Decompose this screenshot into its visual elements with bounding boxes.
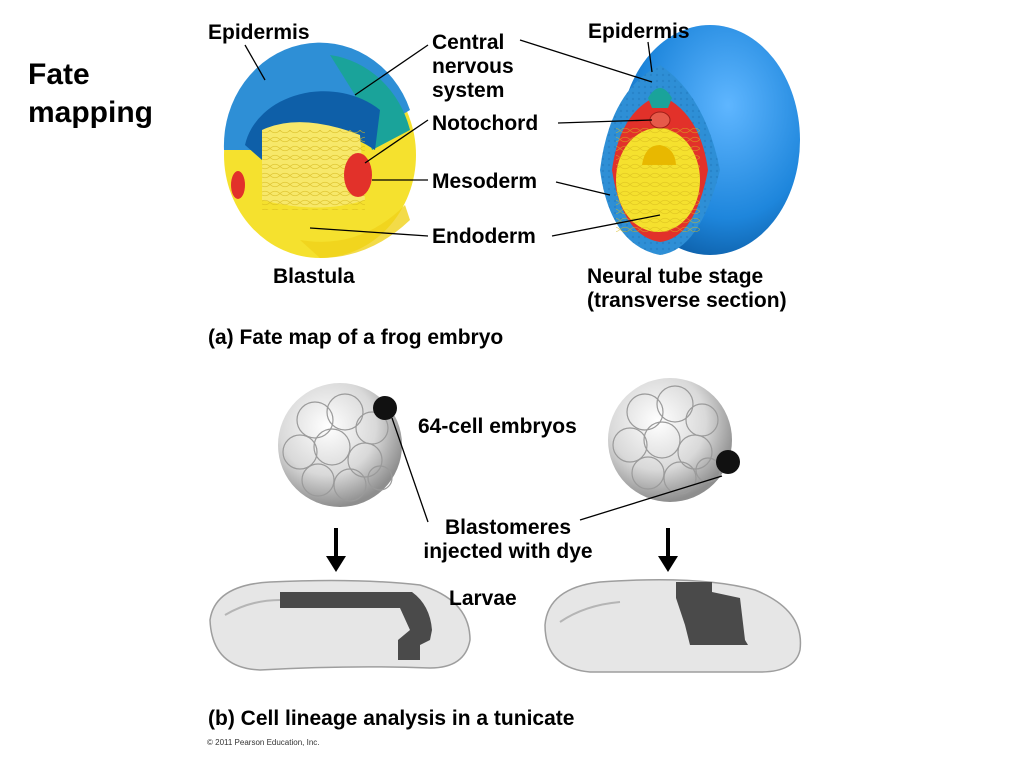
label-larvae: Larvae [449, 587, 517, 610]
blastula-mesoderm-right [344, 153, 372, 197]
caption-panel-b: (b) Cell lineage analysis in a tunicate [208, 707, 575, 730]
dye-labeled-tissue-left [280, 592, 432, 660]
arrow-left [326, 528, 346, 572]
dye-labeled-tissue-right [676, 582, 748, 645]
label-central-nervous-system: Central nervous system [432, 31, 514, 103]
gut-cavity [642, 145, 676, 165]
blastula-mesoderm-left [231, 171, 245, 199]
section-notochord [649, 111, 671, 129]
embryo-right [608, 378, 740, 502]
neural-tube-line-1: Neural tube stage [587, 265, 764, 288]
title-line-2: mapping [28, 96, 153, 129]
label-notochord: Notochord [432, 112, 539, 135]
blastomeres-line-1: Blastomeres [444, 516, 572, 539]
cns-line-2: nervous [432, 55, 514, 78]
larva-left [209, 579, 471, 671]
embryo-left [278, 383, 402, 507]
label-endoderm: Endoderm [432, 225, 536, 248]
label-epidermis-neural-tube: Epidermis [588, 20, 690, 43]
panel-b-leader-lines [391, 417, 723, 523]
label-blastula: Blastula [273, 265, 355, 288]
label-neural-tube-stage: Neural tube stage (transverse section) [587, 265, 787, 313]
blastula-cns-region [330, 55, 410, 150]
label-mesoderm: Mesoderm [432, 170, 538, 193]
page-title: Fate mapping [28, 56, 153, 132]
neural-tube-illustration [600, 25, 800, 255]
section-neural-tube [648, 88, 672, 108]
caption-panel-a: (a) Fate map of a frog embryo [208, 326, 504, 349]
cns-line-1: Central [432, 31, 505, 54]
cns-line-3: system [432, 79, 505, 102]
dyed-blastomere-right [716, 450, 740, 474]
arrow-right [658, 528, 678, 572]
label-epidermis-blastula: Epidermis [208, 21, 310, 44]
blastula-illustration [223, 42, 416, 258]
copyright-notice: © 2011 Pearson Education, Inc. [207, 738, 320, 747]
title-line-1: Fate [28, 58, 90, 91]
larva-right [544, 579, 802, 673]
label-64-cell-embryos: 64-cell embryos [418, 415, 577, 438]
dyed-blastomere-left [373, 396, 397, 420]
neural-tube-line-2: (transverse section) [587, 289, 787, 312]
blastomeres-line-2: injected with dye [423, 540, 593, 563]
panel-a-leader-lines [244, 39, 661, 237]
label-blastomeres-injected: Blastomeres injected with dye [409, 516, 607, 564]
